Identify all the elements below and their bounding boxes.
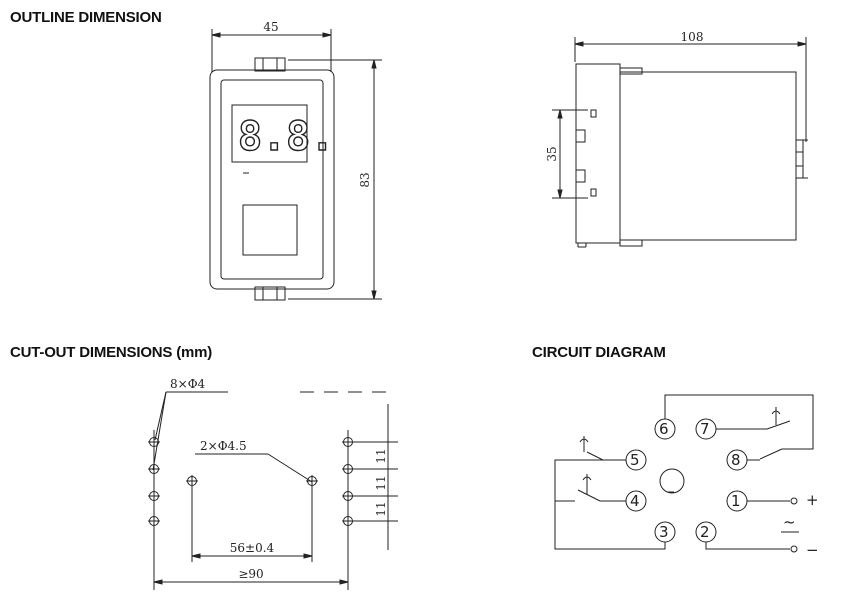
circuit-heading: CIRCUIT DIAGRAM	[532, 344, 666, 361]
pitch-label-2: 11	[374, 475, 388, 490]
pin-1: 1	[731, 492, 741, 510]
pin-8: 8	[731, 451, 741, 469]
pin-3: 3	[659, 523, 669, 541]
ac-label: ~	[783, 513, 796, 531]
circuit-diagram: 6 7 5 8 4 1 3 2 + − ~	[554, 394, 819, 559]
pin-5: 5	[630, 451, 640, 469]
pin-7: 7	[700, 420, 710, 438]
front-view: 45 83 8.8.	[209, 20, 382, 301]
cutout-drawing: 8×Φ4 2×Φ4.5	[148, 377, 398, 590]
right-mounting-holes	[342, 404, 398, 590]
minus-label: −	[806, 541, 819, 559]
pin-6: 6	[659, 420, 669, 438]
cutout-heading: CUT-OUT DIMENSIONS (mm)	[10, 344, 213, 361]
pitch-label-3: 11	[374, 501, 388, 516]
width-dimension-label: 45	[263, 20, 278, 34]
holes-2-label: 2×Φ4.5	[200, 439, 247, 453]
led-display: 8.8.	[238, 114, 334, 160]
spacing-label: 56±0.4	[230, 541, 275, 555]
depth-dimension-label: 108	[681, 30, 704, 44]
outline-heading: OUTLINE DIMENSION	[10, 9, 162, 26]
left-mounting-holes	[148, 430, 160, 590]
holes-8-label: 8×Φ4	[170, 377, 206, 391]
pin-4: 4	[630, 492, 640, 510]
plus-label: +	[806, 491, 819, 509]
pitch-label-1: 11	[374, 448, 388, 463]
min-width-label: ≥90	[238, 567, 263, 581]
side-view: 108 35	[545, 30, 808, 248]
height-dimension-label: 83	[358, 172, 372, 187]
pin-2: 2	[700, 523, 710, 541]
side-height-label: 35	[545, 146, 559, 161]
